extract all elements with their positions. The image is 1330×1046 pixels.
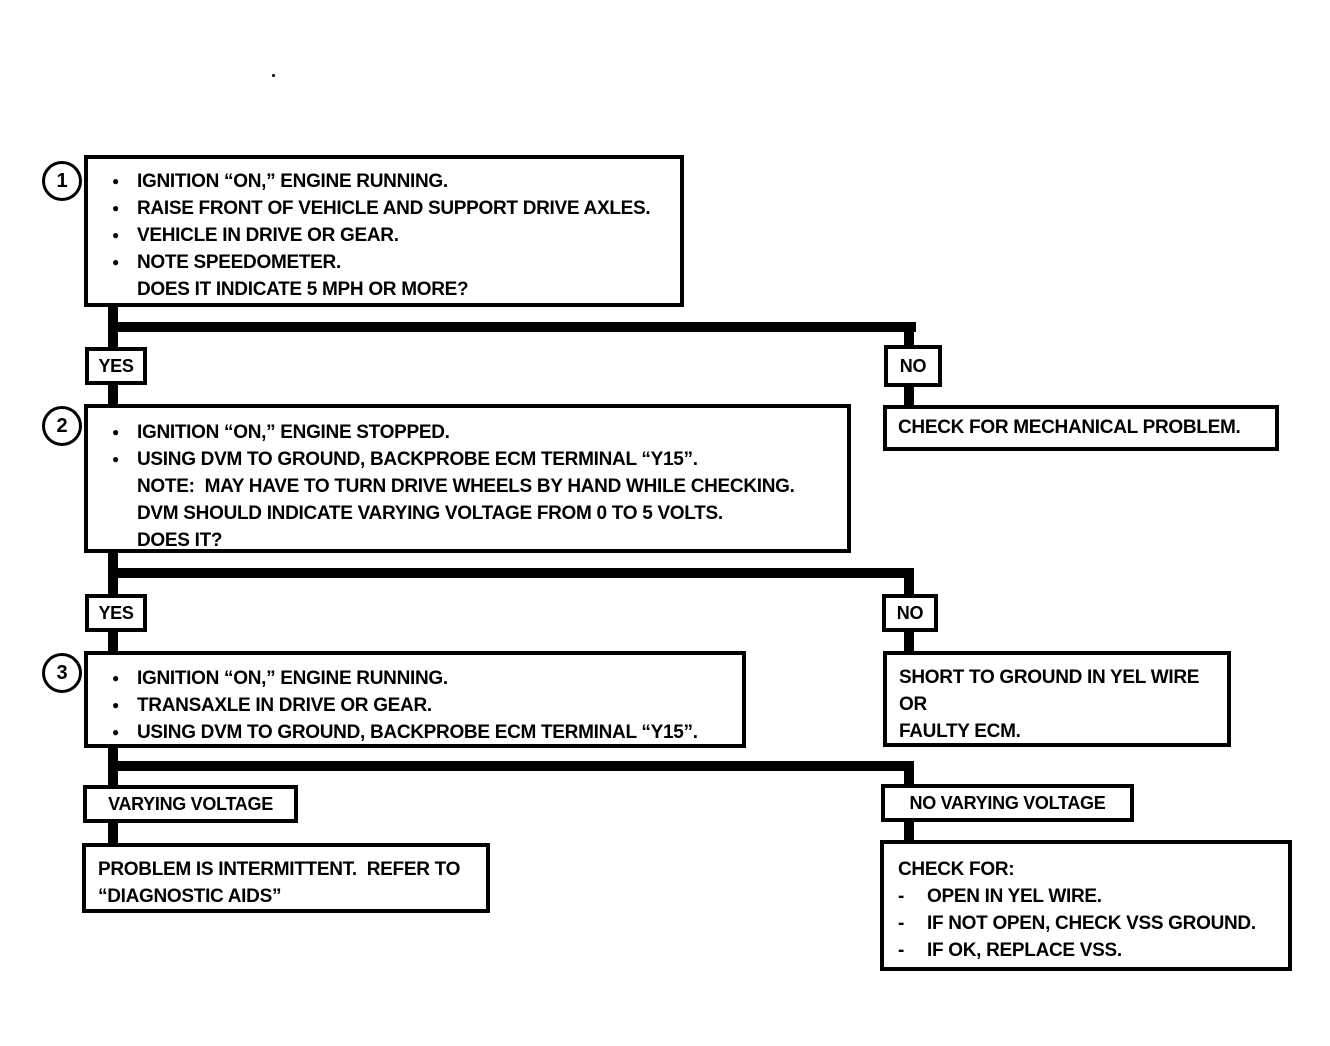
bullet-icon: ● [112, 698, 119, 712]
step-2-line: NOTE: MAY HAVE TO TURN DRIVE WHEELS BY H… [88, 473, 847, 500]
bullet-icon: ● [112, 174, 119, 188]
step-2-line: ● IGNITION “ON,” ENGINE STOPPED. [88, 419, 847, 446]
step-1-line: ● NOTE SPEEDOMETER. [88, 249, 680, 276]
step-line-text: IGNITION “ON,” ENGINE RUNNING. [137, 668, 448, 689]
step-1-line: ● RAISE FRONT OF VEHICLE AND SUPPORT DRI… [88, 195, 680, 222]
bullet-icon: ● [112, 201, 119, 215]
step-1-yes-label: YES [85, 347, 147, 385]
step-2-yes-label: YES [85, 594, 147, 632]
step-line-text: DOES IT? [137, 530, 223, 551]
step-3-line: ● TRANSAXLE IN DRIVE OR GEAR. [88, 692, 742, 719]
connector-no1-down [904, 385, 914, 406]
step-3-box: ● IGNITION “ON,” ENGINE RUNNING. ● TRANS… [84, 651, 746, 748]
step-line-text: USING DVM TO GROUND, BACKPROBE ECM TERMI… [137, 449, 698, 470]
yes-text: YES [98, 602, 134, 623]
connector-step1-branch [108, 322, 916, 332]
no-text: NO [899, 355, 927, 376]
result-line: “DIAGNOSTIC AIDS” [98, 886, 282, 907]
step-line-text: USING DVM TO GROUND, BACKPROBE ECM TERMI… [137, 722, 698, 743]
connector-no2-down [904, 630, 914, 652]
step-2-number: 2 [56, 414, 68, 437]
result-dash-line: - IF NOT OPEN, CHECK VSS GROUND. [884, 910, 1288, 937]
connector-varying-down [108, 821, 118, 844]
step-line-text: NOTE: MAY HAVE TO TURN DRIVE WHEELS BY H… [137, 476, 795, 497]
dash-icon: - [898, 913, 905, 934]
varying-text: VARYING VOLTAGE [108, 793, 273, 814]
connector-no-varying-down [904, 820, 914, 842]
result-line: PROBLEM IS INTERMITTENT. REFER TO [98, 859, 461, 880]
step-2-line: DOES IT? [88, 527, 847, 554]
step-line-text: NOTE SPEEDOMETER. [137, 252, 341, 273]
connector-step2-branch [108, 568, 914, 578]
bullet-icon: ● [112, 425, 119, 439]
step-3-line: ● USING DVM TO GROUND, BACKPROBE ECM TER… [88, 719, 742, 746]
step-3-number: 3 [56, 661, 68, 684]
result-text: CHECK FOR MECHANICAL PROBLEM. [898, 417, 1241, 438]
connector-step3-no-drop [904, 769, 914, 786]
step-1-no-label: NO [884, 345, 942, 387]
connector-yes2-down [108, 630, 118, 653]
result-dash-line: - IF OK, REPLACE VSS. [884, 937, 1288, 964]
step-2-line: ● USING DVM TO GROUND, BACKPROBE ECM TER… [88, 446, 847, 473]
result-mechanical-box: CHECK FOR MECHANICAL PROBLEM. [883, 405, 1279, 451]
result-line: SHORT TO GROUND IN YEL WIRE [899, 667, 1200, 688]
varying-voltage-label: VARYING VOLTAGE [83, 785, 298, 823]
result-line: FAULTY ECM. [899, 721, 1021, 742]
connector-step1-no-drop [904, 330, 914, 347]
yes-text: YES [98, 355, 134, 376]
dash-icon: - [898, 940, 905, 961]
step-3-number-circle: 3 [42, 653, 82, 693]
result-short-box: SHORT TO GROUND IN YEL WIRE OR FAULTY EC… [883, 651, 1231, 747]
step-line-text: TRANSAXLE IN DRIVE OR GEAR. [137, 695, 432, 716]
step-line-text: DOES IT INDICATE 5 MPH OR MORE? [137, 279, 469, 300]
step-line-text: DVM SHOULD INDICATE VARYING VOLTAGE FROM… [137, 503, 723, 524]
scan-speck-dot [272, 74, 275, 77]
step-3-line: ● IGNITION “ON,” ENGINE RUNNING. [88, 665, 742, 692]
result-dash-line: - OPEN IN YEL WIRE. [884, 883, 1288, 910]
step-1-number-circle: 1 [42, 161, 82, 201]
step-2-line: DVM SHOULD INDICATE VARYING VOLTAGE FROM… [88, 500, 847, 527]
no-varying-text: NO VARYING VOLTAGE [909, 792, 1106, 813]
connector-yes1-down [108, 383, 118, 407]
step-line-text: RAISE FRONT OF VEHICLE AND SUPPORT DRIVE… [137, 198, 651, 219]
result-line: OPEN IN YEL WIRE. [927, 886, 1102, 907]
step-line-text: IGNITION “ON,” ENGINE RUNNING. [137, 171, 448, 192]
step-1-box: ● IGNITION “ON,” ENGINE RUNNING. ● RAISE… [84, 155, 684, 307]
step-line-text: VEHICLE IN DRIVE OR GEAR. [137, 225, 399, 246]
connector-step2-no-drop [904, 576, 914, 595]
step-1-line: ● VEHICLE IN DRIVE OR GEAR. [88, 222, 680, 249]
result-intermittent-box: PROBLEM IS INTERMITTENT. REFER TO “DIAGN… [82, 843, 490, 913]
no-text: NO [896, 602, 924, 623]
step-2-no-label: NO [882, 594, 938, 632]
step-1-line: DOES IT INDICATE 5 MPH OR MORE? [88, 276, 680, 303]
no-varying-voltage-label: NO VARYING VOLTAGE [881, 784, 1134, 822]
step-2-number-circle: 2 [42, 406, 82, 446]
bullet-icon: ● [112, 228, 119, 242]
bullet-icon: ● [112, 452, 119, 466]
dash-icon: - [898, 886, 905, 907]
bullet-icon: ● [112, 255, 119, 269]
bullet-icon: ● [112, 671, 119, 685]
bullet-icon: ● [112, 725, 119, 739]
step-line-text: IGNITION “ON,” ENGINE STOPPED. [137, 422, 450, 443]
step-1-line: ● IGNITION “ON,” ENGINE RUNNING. [88, 168, 680, 195]
result-line: OR [899, 694, 927, 715]
step-2-box: ● IGNITION “ON,” ENGINE STOPPED. ● USING… [84, 404, 851, 553]
result-check-box: CHECK FOR: - OPEN IN YEL WIRE. - IF NOT … [880, 840, 1292, 971]
result-line: IF OK, REPLACE VSS. [927, 940, 1122, 961]
result-title: CHECK FOR: [898, 859, 1015, 880]
connector-step3-branch [108, 761, 914, 771]
result-line: IF NOT OPEN, CHECK VSS GROUND. [927, 913, 1256, 934]
step-1-number: 1 [56, 169, 68, 192]
